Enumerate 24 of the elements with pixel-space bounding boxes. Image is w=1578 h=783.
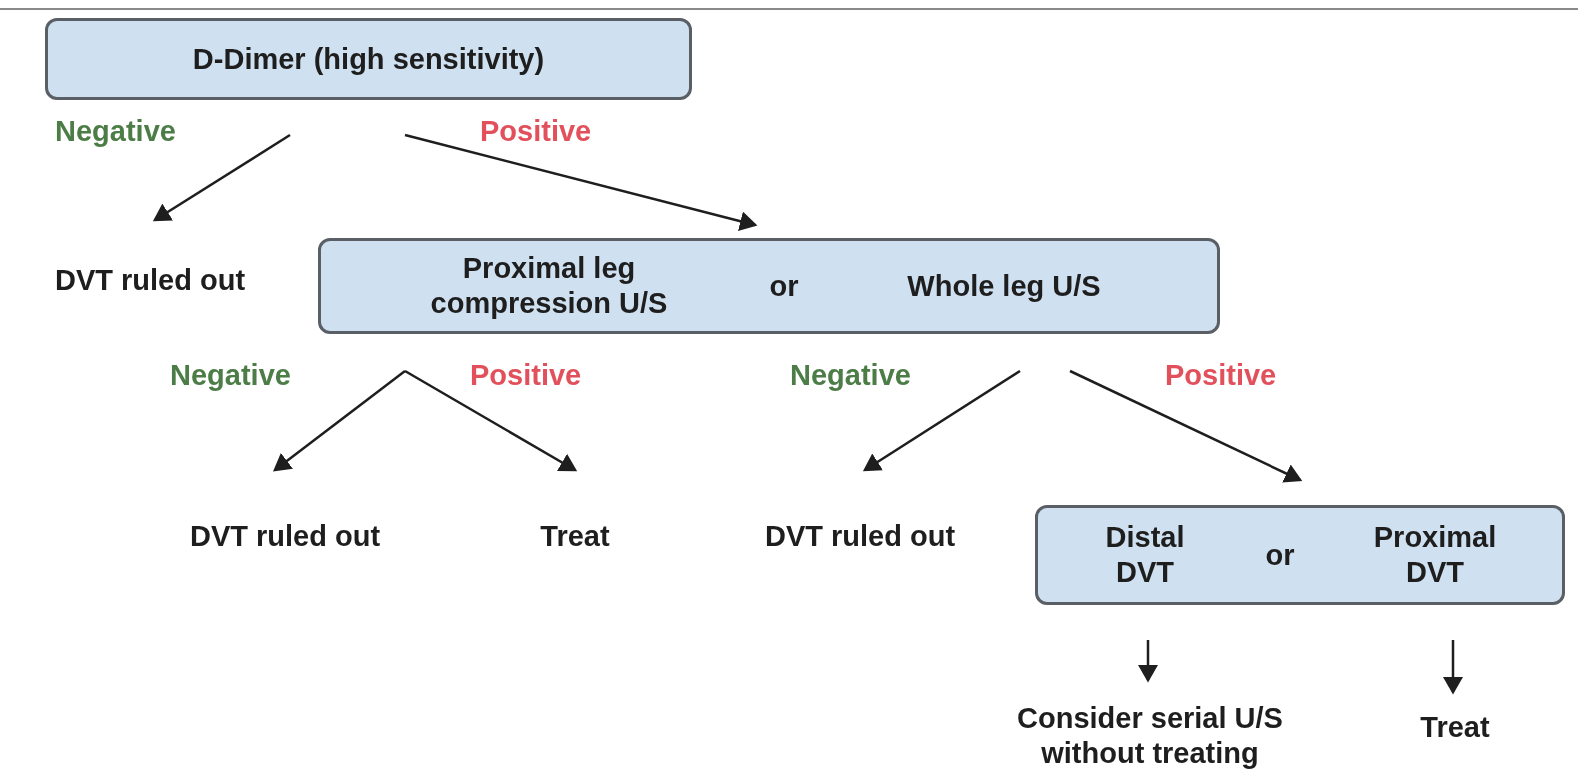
node-text: DVT ruled out — [189, 518, 381, 554]
arrow — [1443, 640, 1463, 695]
node-text: or — [1264, 537, 1296, 573]
node-text: DVT ruled out — [764, 518, 956, 554]
arrow — [152, 133, 291, 222]
node-text: Whole leg U/S — [906, 268, 1102, 304]
node-text: Proximal leg compression U/S — [429, 251, 669, 321]
node-text: Treat — [1420, 709, 1490, 745]
node-text: D-Dimer (high sensitivity) — [192, 41, 545, 77]
process-box — [1035, 505, 1565, 605]
arrow — [1069, 369, 1303, 483]
arrow — [404, 133, 758, 231]
node-text: or — [768, 268, 800, 304]
node-text: DVT ruled out — [54, 262, 246, 298]
node-text: Consider serial U/S without treating — [1016, 701, 1284, 771]
node-text: Proximal DVT — [1372, 520, 1498, 590]
process-box — [318, 238, 1220, 334]
arrow — [1138, 640, 1158, 683]
arrow — [404, 369, 578, 472]
process-box — [45, 18, 692, 100]
node-text: Treat — [540, 518, 610, 554]
node-text: Distal DVT — [1104, 520, 1186, 590]
arrow — [862, 369, 1021, 472]
arrow — [273, 370, 406, 472]
